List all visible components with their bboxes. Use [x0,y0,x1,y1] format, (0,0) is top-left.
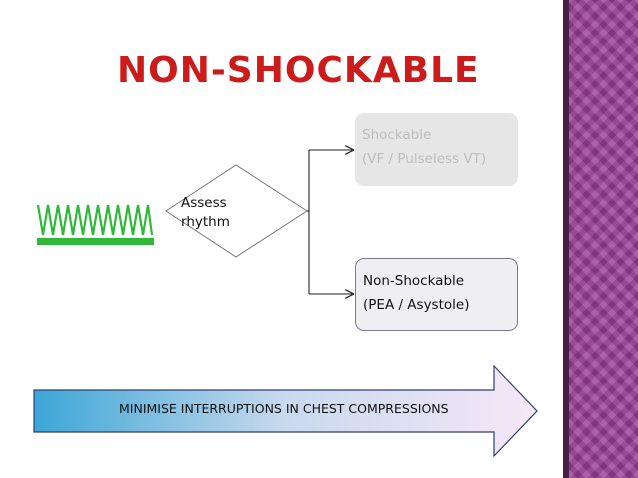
non-shockable-label: Non-Shockable [363,273,465,289]
slide-title: NON-SHOCKABLE [117,50,480,91]
vf-rhythm-icon [36,204,154,245]
non-shockable-rhythms: (PEA / Asystole) [363,297,470,313]
non-shockable-box: Non-Shockable (PEA / Asystole) [355,258,518,331]
banner-text: MINIMISE INTERRUPTIONS IN CHEST COMPRESS… [119,401,449,416]
rhythm-line: rhythm [181,214,230,230]
side-pattern [569,0,638,478]
side-strip [563,0,569,478]
assess-rhythm-label: Assess rhythm [181,194,230,232]
branch-connectors [307,150,353,294]
assess-line: Assess [181,195,227,211]
shockable-label: Shockable [362,127,432,143]
compressions-banner-arrow [33,364,538,458]
shockable-rhythms: (VF / Pulseless VT) [362,151,487,167]
shockable-box: Shockable (VF / Pulseless VT) [355,113,518,186]
